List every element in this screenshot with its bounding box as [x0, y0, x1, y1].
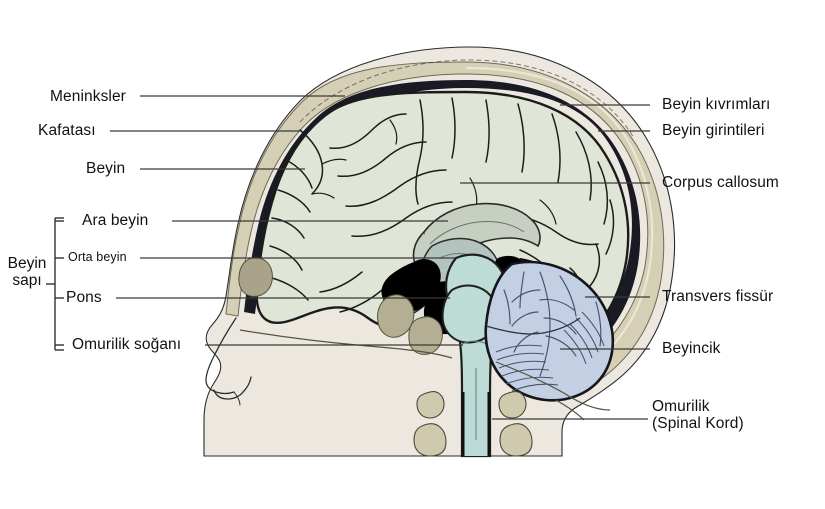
leader-lines: [110, 95, 650, 420]
scalp-line: [299, 59, 635, 139]
label-ara-beyin: Ara beyin: [82, 212, 149, 229]
label-omurilik-sogani: Omurilik soğanı: [72, 336, 182, 353]
vertebra-lower-right: [499, 423, 533, 457]
vertebra-lower-left: [413, 423, 447, 457]
label-meninksler: Meninksler: [50, 88, 126, 105]
label-beyin-girintileri: Beyin girintileri: [662, 122, 765, 139]
vertebra-upper-right: [498, 391, 527, 419]
cerebellum-fissure: [485, 317, 581, 335]
vertebrae: [413, 391, 533, 457]
beyin-sapi-brace: [46, 217, 64, 351]
frontal-sinus: [238, 257, 273, 297]
nasal-concha: [408, 316, 443, 355]
cerebellar-folia-stripes: [495, 311, 605, 392]
vertebra-upper-left: [416, 391, 445, 419]
cerebellum: [484, 260, 615, 402]
beyin-sapi-label: Beyin sapı: [7, 255, 47, 290]
omurilik-spinal-kord-label: Omurilik (Spinal Kord): [652, 398, 744, 433]
face-profile: [205, 317, 252, 406]
label-orta-beyin: Orta beyin: [68, 250, 127, 264]
label-pons: Pons: [66, 289, 102, 306]
spinal-cord: [461, 368, 491, 456]
label-transvers-fissur: Transvers fissür: [662, 288, 774, 305]
label-beyin-kivrimlari: Beyin kıvrımları: [662, 96, 771, 113]
sphenoid-sinus: [377, 294, 415, 338]
skull-outer-table: [225, 61, 665, 401]
label-beyincik: Beyincik: [662, 340, 721, 357]
corpus-callosum-inner-line: [429, 221, 525, 245]
label-corpus-callosum: Corpus callosum: [662, 174, 779, 191]
label-beyin: Beyin: [86, 160, 126, 177]
skull-base: [239, 329, 611, 421]
label-kafatasi: Kafatası: [38, 122, 96, 139]
